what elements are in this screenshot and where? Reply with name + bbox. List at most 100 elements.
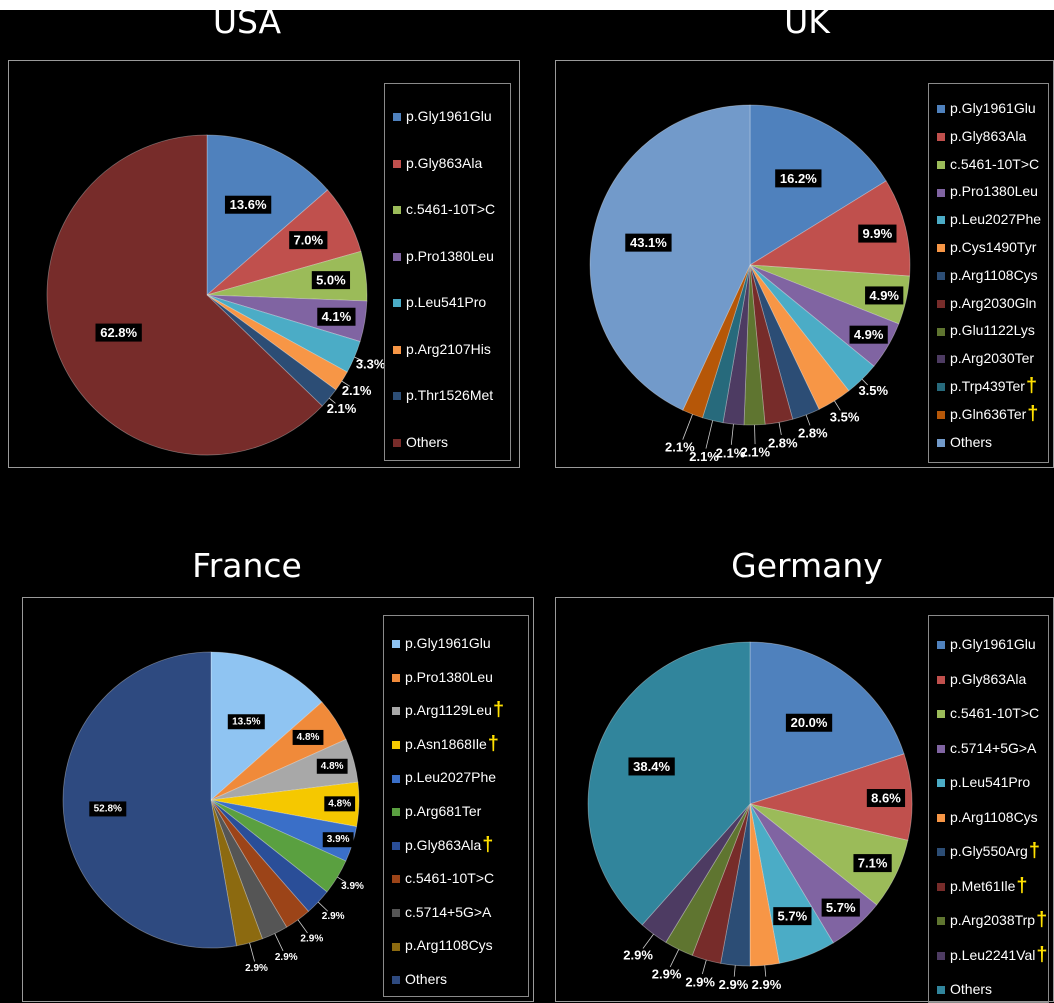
legend-swatch xyxy=(393,299,401,308)
france-slice-p-gly863ala xyxy=(210,799,328,912)
uk-leader-line xyxy=(705,420,714,449)
france-label-box xyxy=(316,758,348,774)
germany-label-box xyxy=(628,757,675,776)
uk-leader-line xyxy=(682,414,693,440)
uk-chart-panel: 16.2%9.9%4.9%4.9%3.5%3.5%2.8%2.8%2.1%2.1… xyxy=(555,60,1054,468)
usa-label-box xyxy=(224,195,272,214)
france-label-box xyxy=(324,796,356,812)
dagger-marker: † xyxy=(1016,874,1028,897)
usa-label-p-arg2107his: 2.1% xyxy=(342,383,372,398)
legend-label: p.Gly550Arg xyxy=(950,843,1028,859)
legend-swatch xyxy=(393,113,401,122)
top-border xyxy=(0,0,1054,10)
uk-label-box xyxy=(625,233,672,252)
legend-swatch xyxy=(937,383,945,392)
uk-label-box xyxy=(865,286,904,305)
usa-slice-p-pro1380leu xyxy=(206,294,368,343)
legend-swatch xyxy=(392,673,400,682)
legend-swatch xyxy=(937,299,945,308)
usa-legend-item-p-gly1961glu: p.Gly1961Glu xyxy=(393,106,492,126)
usa-label-p-pro1380leu: 4.1% xyxy=(322,309,352,324)
france-label-p-arg1129leu: 4.8% xyxy=(321,761,344,772)
usa-label-others: 62.8% xyxy=(100,325,137,340)
uk-legend-item-p-trp439ter: p.Trp439Ter† xyxy=(937,376,1037,396)
legend-swatch xyxy=(937,272,945,281)
uk-leader-line xyxy=(861,378,868,386)
uk-label-c-5461-10t-c: 4.9% xyxy=(869,288,899,303)
uk-slice-p-arg1108cys xyxy=(749,264,820,420)
uk-legend-item-p-glu1122lys: p.Glu1122Lys xyxy=(937,320,1035,340)
uk-legend-item-p-arg1108cys: p.Arg1108Cys xyxy=(937,265,1038,285)
uk-title: UK xyxy=(784,2,830,41)
legend-label: p.Leu2027Phe xyxy=(950,211,1042,228)
legend-label: p.Thr1526Met xyxy=(406,387,494,403)
germany-title: Germany xyxy=(731,546,883,585)
germany-label-p-met61ile: 2.9% xyxy=(685,974,715,989)
usa-slice-p-arg2107his xyxy=(206,294,348,391)
usa-label-box xyxy=(311,271,351,290)
legend-label: p.Leu2241Val xyxy=(950,946,1036,963)
france-chart-panel: 13.5%4.8%4.8%4.8%3.9%3.9%2.9%2.9%2.9%2.9… xyxy=(22,597,534,1002)
legend-label: c.5461-10T>C xyxy=(950,705,1040,721)
legend-swatch xyxy=(937,160,945,169)
germany-label-p-arg2038trp: 2.9% xyxy=(652,967,682,982)
dagger-marker: † xyxy=(487,732,499,755)
germany-label-box xyxy=(866,789,906,808)
legend-label: p.Leu2027Phe xyxy=(405,769,497,786)
france-label-box xyxy=(322,832,354,848)
france-leader-line xyxy=(249,942,255,962)
legend-label: p.Pro1380Leu xyxy=(406,247,494,264)
uk-label-p-glu1122lys: 2.1% xyxy=(740,445,770,460)
usa-slice-others xyxy=(46,134,323,456)
uk-label-p-gln636ter: 2.1% xyxy=(665,440,695,455)
germany-legend-item-p-leu2241val: p.Leu2241Val† xyxy=(937,945,1048,965)
legend-swatch xyxy=(937,133,945,142)
usa-legend-item-p-arg2107his: p.Arg2107His xyxy=(393,339,491,359)
france-leader-line xyxy=(274,933,284,952)
germany-label-box xyxy=(853,854,892,873)
france-slice-p-pro1380leu xyxy=(210,701,347,801)
france-label-p-arg1108cys: 2.9% xyxy=(245,963,268,974)
france-label-box xyxy=(89,801,127,817)
legend-label: Others xyxy=(405,971,448,987)
france-slice-p-asn1868ile xyxy=(210,781,360,828)
germany-label-p-gly1961glu: 20.0% xyxy=(791,715,828,730)
legend-label: p.Trp439Ter xyxy=(950,378,1025,394)
france-legend-item-c-5461-10t-c: c.5461-10T>C xyxy=(392,868,494,888)
legend-swatch xyxy=(937,779,945,788)
legend-label: p.Arg2030Ter xyxy=(950,350,1035,367)
usa-label-p-gly863ala: 7.0% xyxy=(293,233,323,248)
legend-swatch xyxy=(937,882,945,891)
uk-label-box xyxy=(849,325,888,344)
germany-slice-p-arg1108cys xyxy=(749,803,780,967)
usa-label-box xyxy=(317,307,356,326)
usa-legend-item-p-pro1380leu: p.Pro1380Leu xyxy=(393,246,494,266)
legend-label: Others xyxy=(406,433,449,450)
legend-label: p.Gly1961Glu xyxy=(950,636,1036,652)
germany-legend-item-others: Others xyxy=(937,979,992,999)
uk-legend-item-p-pro1380leu: p.Pro1380Leu xyxy=(937,181,1038,201)
usa-slice-p-gly863ala xyxy=(206,189,362,296)
legend-label: p.Arg1108Cys xyxy=(950,266,1038,283)
legend-swatch xyxy=(393,252,401,261)
germany-leader-line xyxy=(701,959,707,975)
france-legend-item-p-gly1961glu: p.Gly1961Glu xyxy=(392,633,491,653)
germany-label-c-5714-5g-a: 5.7% xyxy=(826,900,856,915)
france-label-c-5461-10t-c: 2.9% xyxy=(300,933,323,944)
france-label-box xyxy=(227,714,265,730)
france-legend-item-p-pro1380leu: p.Pro1380Leu xyxy=(392,667,493,687)
germany-legend-item-p-gly1961glu: p.Gly1961Glu xyxy=(937,634,1036,654)
legend-swatch xyxy=(392,875,400,884)
germany-slice-p-gly550arg xyxy=(720,803,751,967)
france-label-p-asn1868ile: 4.8% xyxy=(328,798,351,809)
legend-label: p.Pro1380Leu xyxy=(950,183,1038,200)
germany-slice-p-leu541pro xyxy=(749,803,834,964)
legend-swatch xyxy=(392,808,400,817)
usa-legend-item-p-leu541pro: p.Leu541Pro xyxy=(393,292,486,312)
usa-slice-p-gly1961glu xyxy=(206,134,329,296)
france-legend-item-c-5714-5g-a: c.5714+5G>A xyxy=(392,902,491,922)
france-title: France xyxy=(192,546,302,585)
legend-swatch xyxy=(937,848,945,857)
germany-leader-line xyxy=(733,965,736,977)
